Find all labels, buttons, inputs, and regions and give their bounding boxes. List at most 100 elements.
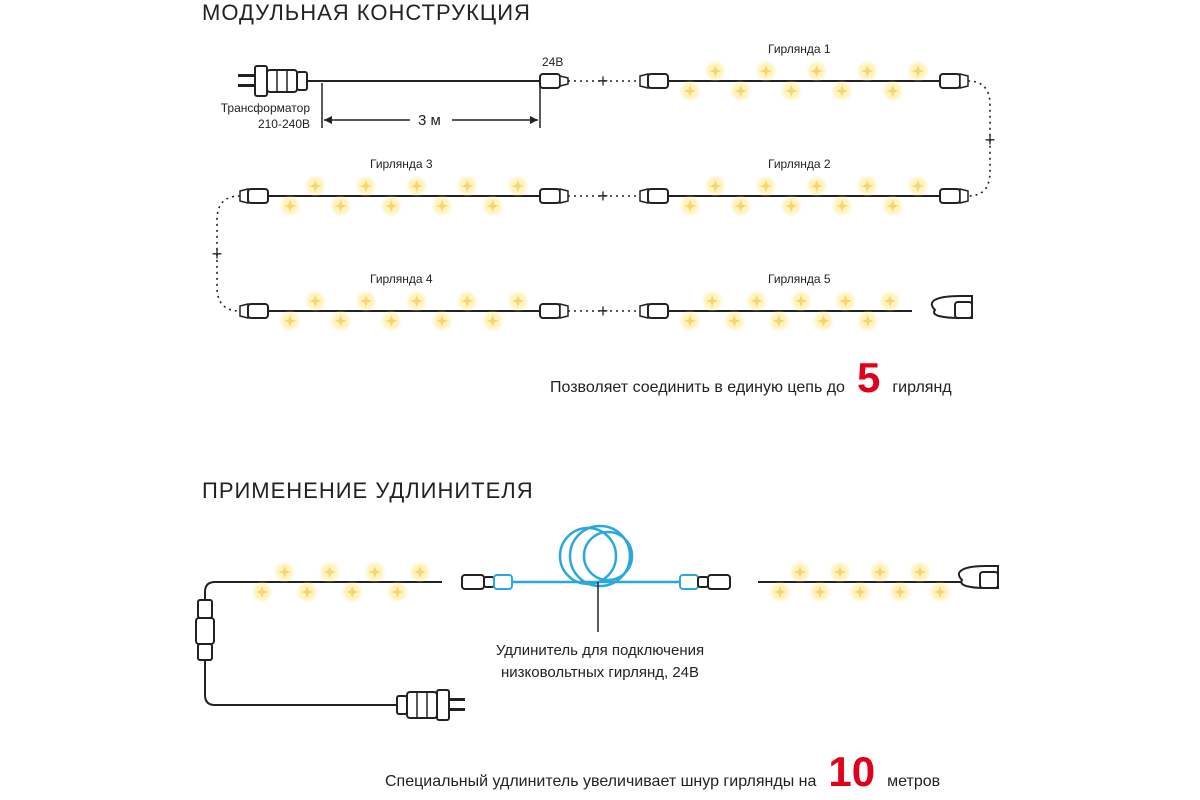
led-icon bbox=[431, 195, 453, 217]
section-title-extender: ПРИМЕНЕНИЕ УДЛИНИТЕЛЯ bbox=[202, 478, 534, 503]
led-icon bbox=[745, 290, 768, 312]
extender-caption-text: Специальный удлинитель увеличивает шнур … bbox=[385, 773, 817, 790]
plus-sign: + bbox=[598, 301, 609, 321]
led-icon bbox=[355, 290, 377, 312]
led-icon bbox=[805, 175, 828, 197]
led-icon bbox=[296, 581, 319, 603]
plus-sign: + bbox=[212, 244, 223, 264]
garland-string bbox=[639, 290, 912, 332]
led-icon bbox=[679, 80, 701, 102]
connector-female-icon bbox=[639, 303, 669, 319]
garland-label-2: Гирлянда 2 bbox=[768, 157, 831, 171]
led-icon bbox=[507, 290, 529, 312]
led-icon bbox=[431, 310, 453, 332]
led-icon bbox=[409, 561, 431, 583]
garland-string bbox=[758, 561, 962, 603]
garland-string bbox=[240, 561, 442, 603]
connector-male-icon bbox=[539, 73, 569, 89]
led-icon bbox=[755, 60, 777, 82]
led-icon bbox=[405, 175, 428, 197]
led-icon bbox=[790, 290, 813, 312]
connector-male-icon bbox=[539, 303, 569, 319]
dotted-joins: +++++ bbox=[212, 71, 996, 321]
led-icon bbox=[456, 175, 479, 197]
length-dimension bbox=[321, 83, 541, 128]
led-icon bbox=[907, 60, 929, 82]
led-icon bbox=[701, 290, 724, 312]
extender-label: Удлинитель для подключения низковольтных… bbox=[470, 640, 730, 684]
extender-caption-number: 10 bbox=[828, 748, 876, 795]
plus-sign: + bbox=[598, 71, 609, 91]
led-icon bbox=[386, 581, 409, 603]
led-icon bbox=[481, 310, 504, 332]
led-icon bbox=[704, 60, 727, 82]
connector-male-icon bbox=[539, 188, 569, 204]
extender-supply-wire bbox=[204, 581, 382, 706]
extender-caption-unit: метров bbox=[887, 773, 941, 790]
garland-string bbox=[639, 175, 969, 217]
led-icon bbox=[767, 310, 790, 332]
led-icon bbox=[679, 195, 701, 217]
connector-male-icon bbox=[939, 73, 969, 89]
transformer-label: Трансформатор 210-240В bbox=[200, 100, 310, 132]
led-icon bbox=[909, 561, 931, 583]
led-icon bbox=[363, 561, 386, 583]
modular-caption-number: 5 bbox=[856, 354, 881, 401]
led-icon bbox=[780, 80, 803, 102]
extender-label-line1: Удлинитель для подключения bbox=[495, 642, 705, 659]
led-icon bbox=[889, 581, 911, 603]
led-icon bbox=[929, 581, 951, 603]
led-icon bbox=[881, 80, 904, 102]
voltage-label: 24В bbox=[542, 55, 564, 69]
led-icon bbox=[380, 195, 403, 217]
led-icon bbox=[329, 195, 352, 217]
garland-string bbox=[239, 175, 569, 217]
led-icon bbox=[481, 195, 504, 217]
led-icon bbox=[809, 581, 831, 603]
connector-female-icon bbox=[239, 188, 269, 204]
connector-male-icon bbox=[939, 188, 969, 204]
led-icon bbox=[849, 581, 871, 603]
modular-caption: Позволяет соединить в единую цепь до 5 г… bbox=[550, 354, 952, 401]
led-icon bbox=[805, 60, 828, 82]
plus-sign: + bbox=[985, 130, 996, 150]
end-cap-2-icon bbox=[957, 565, 999, 589]
led-icon bbox=[723, 310, 746, 332]
led-icon bbox=[834, 290, 857, 312]
led-icon bbox=[729, 195, 752, 217]
led-icon bbox=[279, 195, 301, 217]
led-icon bbox=[831, 195, 853, 217]
connector-female-icon bbox=[239, 303, 269, 319]
modular-caption-text: Позволяет соединить в единую цепь до bbox=[550, 379, 845, 396]
led-icon bbox=[789, 561, 811, 583]
end-cap-icon bbox=[930, 295, 973, 319]
led-icon bbox=[251, 581, 273, 603]
led-icon bbox=[812, 310, 835, 332]
led-icon bbox=[318, 561, 341, 583]
connector-female-icon bbox=[639, 73, 669, 89]
led-icon bbox=[869, 561, 891, 583]
led-icon bbox=[679, 310, 701, 332]
led-icon bbox=[769, 581, 791, 603]
led-icon bbox=[341, 581, 364, 603]
connector-female-icon bbox=[639, 188, 669, 204]
led-icon bbox=[879, 290, 901, 312]
led-icon bbox=[829, 561, 851, 583]
inline-connector-icon bbox=[195, 599, 215, 661]
garland-string bbox=[239, 290, 569, 332]
led-icon bbox=[273, 561, 296, 583]
extender-caption: Специальный удлинитель увеличивает шнур … bbox=[385, 748, 941, 795]
led-icon bbox=[856, 310, 879, 332]
section-title-modular: МОДУЛЬНАЯ КОНСТРУКЦИЯ bbox=[202, 0, 531, 25]
led-icon bbox=[907, 175, 929, 197]
garland-label-3: Гирлянда 3 bbox=[370, 157, 433, 171]
garland-strings bbox=[239, 60, 969, 603]
led-icon bbox=[355, 175, 377, 197]
led-icon bbox=[856, 175, 879, 197]
length-label: 3 м bbox=[418, 112, 441, 129]
dotted-join bbox=[216, 195, 241, 312]
garland-label-1: Гирлянда 1 bbox=[768, 42, 831, 56]
led-icon bbox=[831, 80, 853, 102]
led-icon bbox=[405, 290, 428, 312]
